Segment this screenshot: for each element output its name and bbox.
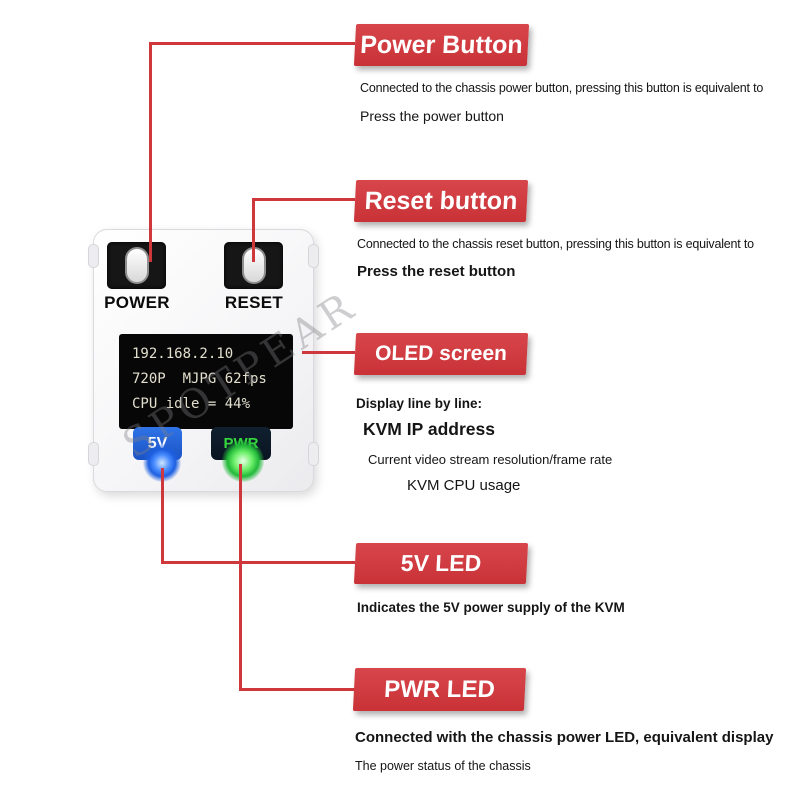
5v-led-description: Indicates the 5V power supply of the KVM <box>357 600 625 615</box>
connector-line-pwr-horizontal <box>239 688 355 691</box>
callout-banner-reset-button: Reset button <box>353 180 529 222</box>
power-button-cap <box>124 247 149 284</box>
oled-line-ip: 192.168.2.10 <box>132 346 234 362</box>
led-pwr-glow <box>222 440 264 482</box>
oled-line-cpu: CPU idle = 44% <box>132 396 251 412</box>
oled-description-3: Current video stream resolution/frame ra… <box>368 452 613 467</box>
oled-description-2: KVM IP address <box>363 419 495 439</box>
connector-line-power-horizontal <box>149 42 355 45</box>
connector-line-reset-vertical <box>252 198 255 262</box>
oled-description-4: KVM CPU usage <box>407 477 521 494</box>
reset-label: RESET <box>224 293 284 312</box>
device-mount-ear <box>308 244 319 268</box>
callout-banner-5v-led: 5V LED <box>353 543 529 584</box>
power-button-description-1: Connected to the chassis power button, p… <box>360 81 764 95</box>
power-button-hardware <box>107 242 166 289</box>
callout-banner-pwr-led: PWR LED <box>352 668 527 711</box>
kvm-device: POWER RESET 192.168.2.10 720P MJPG 62fps… <box>88 229 319 492</box>
power-button-description-2: Press the power button <box>360 108 504 124</box>
reset-button-description-2: Press the reset button <box>357 263 516 280</box>
connector-line-5v-horizontal <box>161 561 355 564</box>
connector-line-5v-vertical <box>161 468 164 564</box>
device-mount-ear <box>88 244 99 268</box>
connector-line-power-vertical <box>149 42 152 262</box>
connector-line-pwr-vertical <box>239 464 242 691</box>
connector-line-oled <box>302 351 355 354</box>
callout-banner-power-button: Power Button <box>353 24 530 66</box>
oled-line-video: 720P MJPG 62fps <box>132 371 267 387</box>
pwr-led-description-1: Connected with the chassis power LED, eq… <box>355 729 774 746</box>
pwr-led-description-2: The power status of the chassis <box>355 759 531 773</box>
callout-banner-oled-screen: OLED screen <box>353 333 529 375</box>
reset-button-description-1: Connected to the chassis reset button, p… <box>357 237 754 251</box>
oled-description-1: Display line by line: <box>356 396 483 411</box>
oled-screen: 192.168.2.10 720P MJPG 62fps CPU idle = … <box>119 334 293 429</box>
device-mount-ear <box>308 442 319 466</box>
power-label: POWER <box>104 293 170 312</box>
connector-line-reset-horizontal <box>252 198 355 201</box>
device-mount-ear <box>88 442 99 466</box>
